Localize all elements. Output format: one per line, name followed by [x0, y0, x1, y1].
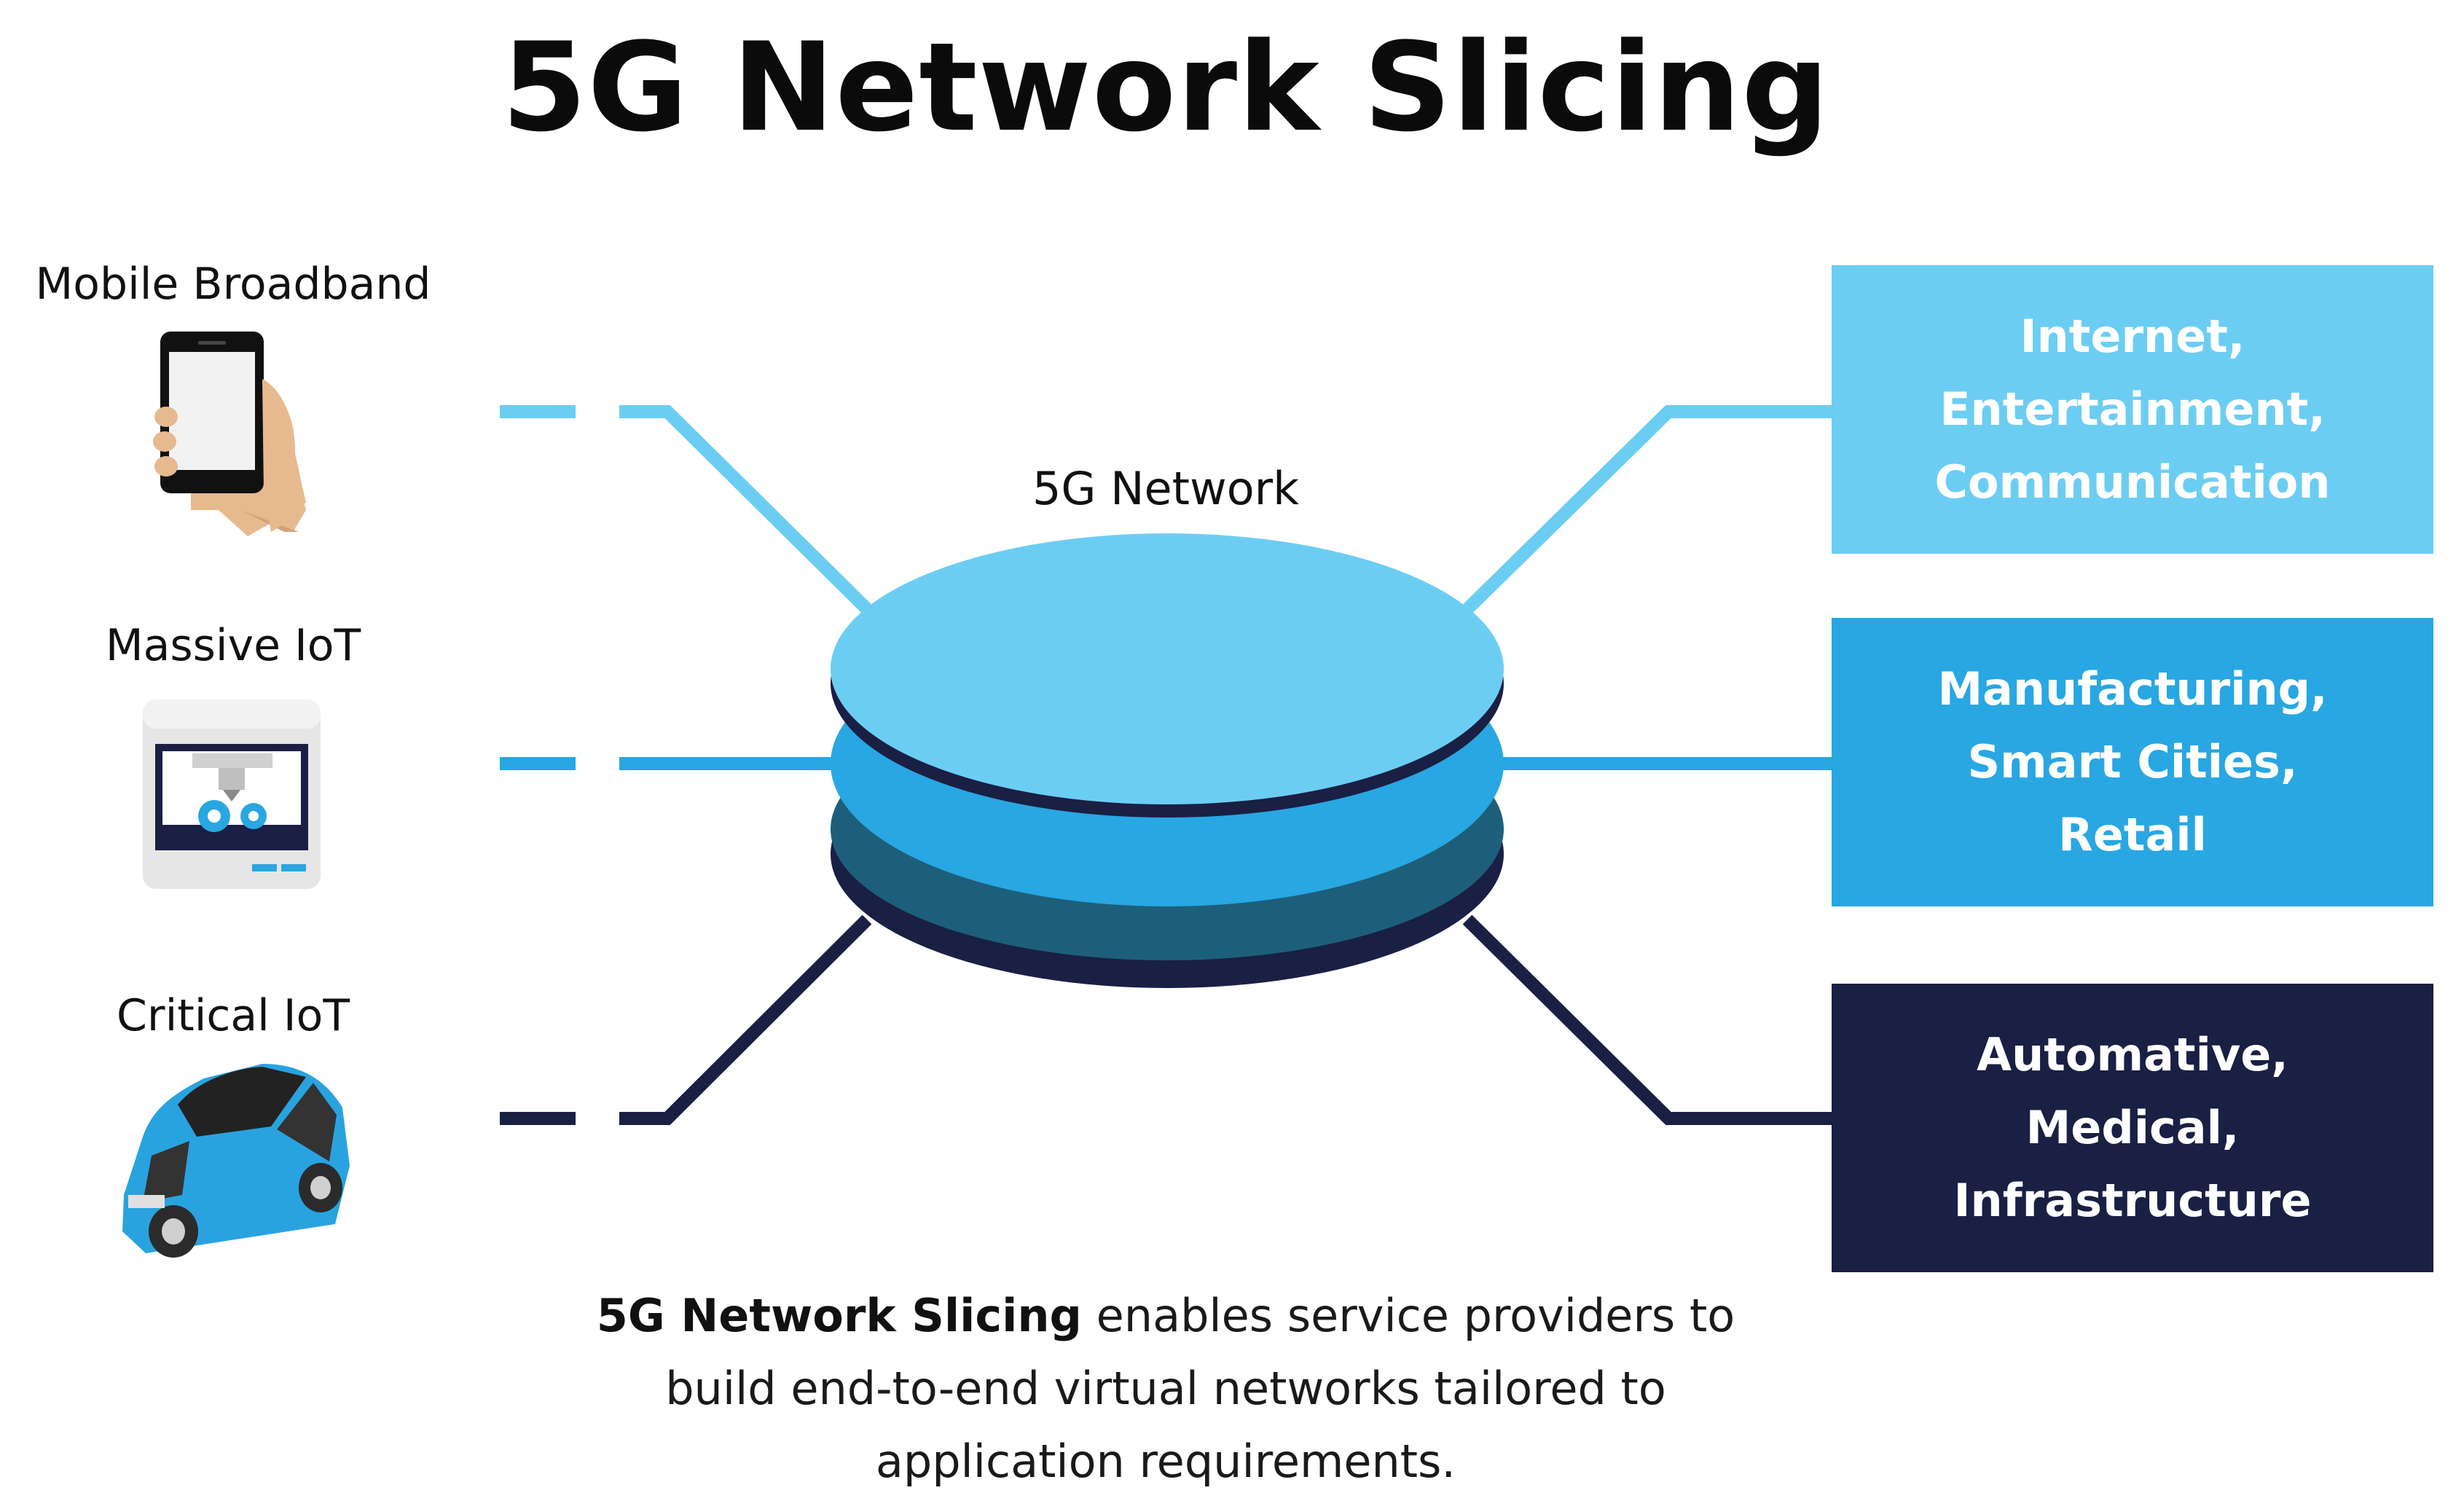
slice-disc-broadband [831, 533, 1504, 804]
slice-label-massive-iot: Massive IoT [105, 620, 361, 671]
network-label: 5G Network [1032, 462, 1300, 515]
left-connectors [500, 405, 872, 1125]
caption-rest: enables service providers to [1081, 1289, 1735, 1342]
smartphone-in-hand-icon [153, 332, 306, 536]
connector-critical-iot [500, 914, 872, 1125]
connector-automative [1462, 914, 1832, 1125]
app-line: Internet, [2020, 310, 2245, 363]
caption: 5G Network Slicing enables service provi… [568, 1279, 1763, 1498]
page-title: 5G Network Slicing [501, 16, 1830, 159]
connector-internet [1462, 405, 1832, 614]
app-line: Communication [1934, 455, 2331, 509]
caption-line-3: application requirements. [875, 1435, 1456, 1488]
caption-line-2: build end-to-end virtual networks tailor… [665, 1362, 1666, 1415]
slice-label-mobile-broadband: Mobile Broadband [35, 259, 431, 310]
automated-machine-icon [143, 699, 321, 889]
app-line: Entertainment, [1939, 383, 2326, 436]
app-line: Retail [2058, 808, 2207, 861]
network-slice-stack [831, 533, 1504, 988]
connected-car-icon [122, 1064, 350, 1258]
caption-line-1: 5G Network Slicing enables service provi… [568, 1279, 1763, 1352]
app-line: Manufacturing, [1937, 662, 2328, 716]
app-box-automative: Automative, Medical, Infrastructure [1832, 984, 2433, 1272]
app-box-internet: Internet, Entertainment, Communication [1832, 265, 2433, 554]
slice-label-critical-iot: Critical IoT [117, 990, 350, 1041]
app-box-manufacturing: Manufacturing, Smart Cities, Retail [1832, 618, 2433, 906]
right-connectors [1462, 405, 1832, 1125]
app-line: Medical, [2025, 1101, 2240, 1154]
app-line: Automative, [1977, 1028, 2288, 1081]
caption-bold: 5G Network Slicing [596, 1289, 1082, 1342]
connector-mobile-broadband [500, 405, 872, 614]
app-line: Infrastructure [1953, 1174, 2312, 1227]
app-line: Smart Cities, [1967, 735, 2298, 788]
